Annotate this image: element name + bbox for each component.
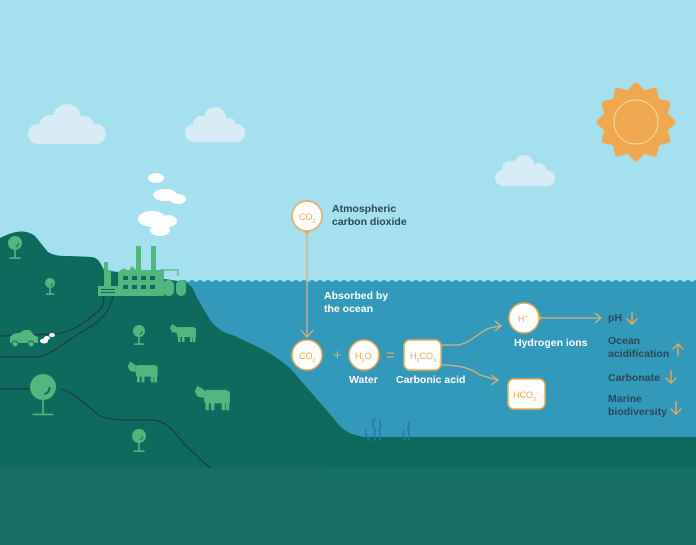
cows — [127, 324, 230, 411]
hydrogen-ion-node: H+ — [508, 302, 540, 334]
cloud-icon — [185, 107, 245, 142]
tree-icon — [8, 236, 22, 259]
arrow-down-icon — [665, 370, 677, 384]
smoke-icon — [138, 173, 186, 236]
sea-floor — [330, 437, 696, 468]
arrow-down-icon — [626, 311, 638, 325]
effect-carbonate: Carbonate — [608, 372, 660, 384]
svg-text:HCO3-: HCO3- — [513, 390, 538, 403]
co2-node: CO2 — [291, 339, 323, 371]
effect-marine-biodiversity: Marine biodiversity — [608, 393, 667, 418]
ground-strip — [0, 468, 696, 545]
absorbed-label: Absorbed by the ocean — [324, 290, 389, 315]
arrow-up-icon — [672, 343, 684, 357]
cloud-icon — [495, 155, 555, 186]
atmospheric-label: Atmospheric carbon dioxide — [332, 203, 407, 228]
car-icon — [10, 330, 55, 348]
cloud-icon — [28, 104, 106, 144]
effect-ocean-acidification: Ocean acidification — [608, 335, 670, 360]
trees — [8, 236, 146, 452]
svg-text:H2O: H2O — [355, 351, 372, 364]
sun-icon — [596, 82, 676, 162]
carbonic-acid-label: Carbonic acid — [396, 374, 466, 386]
arrow-down-icon — [670, 401, 682, 415]
carbonic-acid-node: H2CO3 — [403, 339, 442, 371]
flow-connectors — [300, 232, 603, 386]
seaweed-icon — [364, 417, 411, 441]
road — [0, 289, 211, 469]
water-label: Water — [349, 374, 378, 386]
tree-icon — [132, 429, 146, 452]
effect-arrows — [626, 311, 684, 415]
ocean-surface-wave — [185, 278, 696, 282]
plus-sign: + — [333, 347, 342, 364]
svg-text:CO2: CO2 — [299, 212, 316, 225]
svg-text:H+: H+ — [518, 314, 528, 324]
svg-text:H2CO3: H2CO3 — [410, 351, 436, 364]
atmospheric-co2-node: CO2 — [291, 200, 323, 232]
equals-sign: = — [386, 347, 395, 364]
hydrogen-ions-label: Hydrogen ions — [514, 337, 588, 349]
bicarbonate-node: HCO3- — [507, 378, 546, 410]
cow-icon — [170, 324, 196, 342]
cow-icon — [127, 361, 158, 383]
effect-ph: pH — [608, 312, 622, 324]
tree-icon — [30, 374, 56, 416]
tree-icon — [133, 325, 145, 345]
tree-icon — [45, 278, 55, 295]
svg-text:CO2: CO2 — [299, 351, 316, 364]
cow-icon — [194, 385, 230, 411]
water-node: H2O — [348, 339, 380, 371]
